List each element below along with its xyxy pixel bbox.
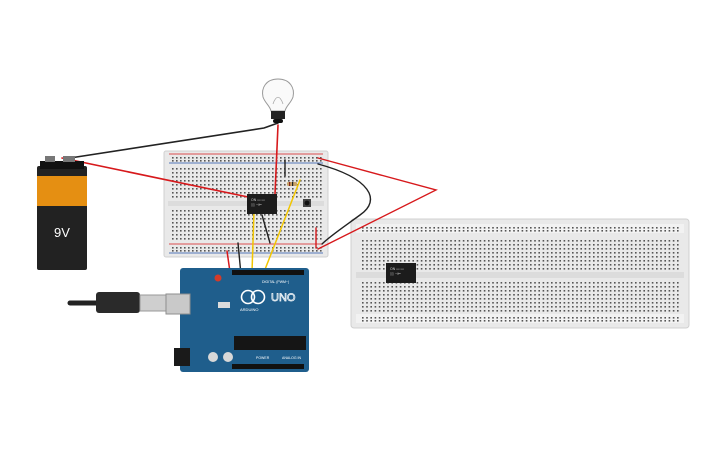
svg-text:▯▯ ⊣⊢: ▯▯ ⊣⊢ [251, 203, 263, 207]
bulb-icon[interactable] [262, 78, 294, 123]
wire-red-loop [317, 157, 438, 250]
arduino-analog-label: ANALOG IN [282, 356, 302, 360]
svg-text:ON ▭ ▭: ON ▭ ▭ [390, 267, 405, 271]
svg-text:ON ▭ ▭: ON ▭ ▭ [251, 198, 266, 202]
resistor-icon[interactable] [287, 182, 297, 186]
wire-black-battery-bulb [69, 122, 279, 159]
battery-9v-icon[interactable]: 9V [37, 156, 87, 270]
usb-cable-icon[interactable] [67, 292, 167, 313]
breadboard-small-holes [172, 157, 322, 252]
wire-black-relay [261, 214, 271, 244]
svg-text:▯▯ ⊣⊢: ▯▯ ⊣⊢ [390, 272, 402, 276]
breadboard-large[interactable]: ON ▭ ▭ ▯▯ ⊣⊢ [350, 218, 690, 329]
arduino-model-label: UNO [271, 292, 296, 304]
wire-red-bulb-relay [274, 124, 279, 195]
arduino-board-name: ARDUINO [240, 307, 258, 312]
arduino-power-label: POWER [256, 356, 270, 360]
relay-icon[interactable]: ON ▭ ▭ ▯▯ ⊣⊢ [247, 194, 277, 214]
pushbutton-icon[interactable] [303, 199, 311, 207]
wire-yellow-1 [251, 211, 255, 273]
relay-icon[interactable]: ON ▭ ▭ ▯▯ ⊣⊢ [386, 263, 416, 283]
breadboard-large-holes [362, 227, 679, 322]
wire-yellow-2 [263, 179, 301, 273]
arduino-digital-label: DIGITAL (PWM~) [262, 280, 289, 284]
battery-label: 9V [54, 225, 70, 240]
breadboard-small[interactable] [163, 150, 329, 258]
arduino-uno-board[interactable]: UNO ARDUINO DIGITAL (PWM~) POWER ANALOG … [165, 268, 309, 372]
wire-black-loop [317, 163, 371, 245]
